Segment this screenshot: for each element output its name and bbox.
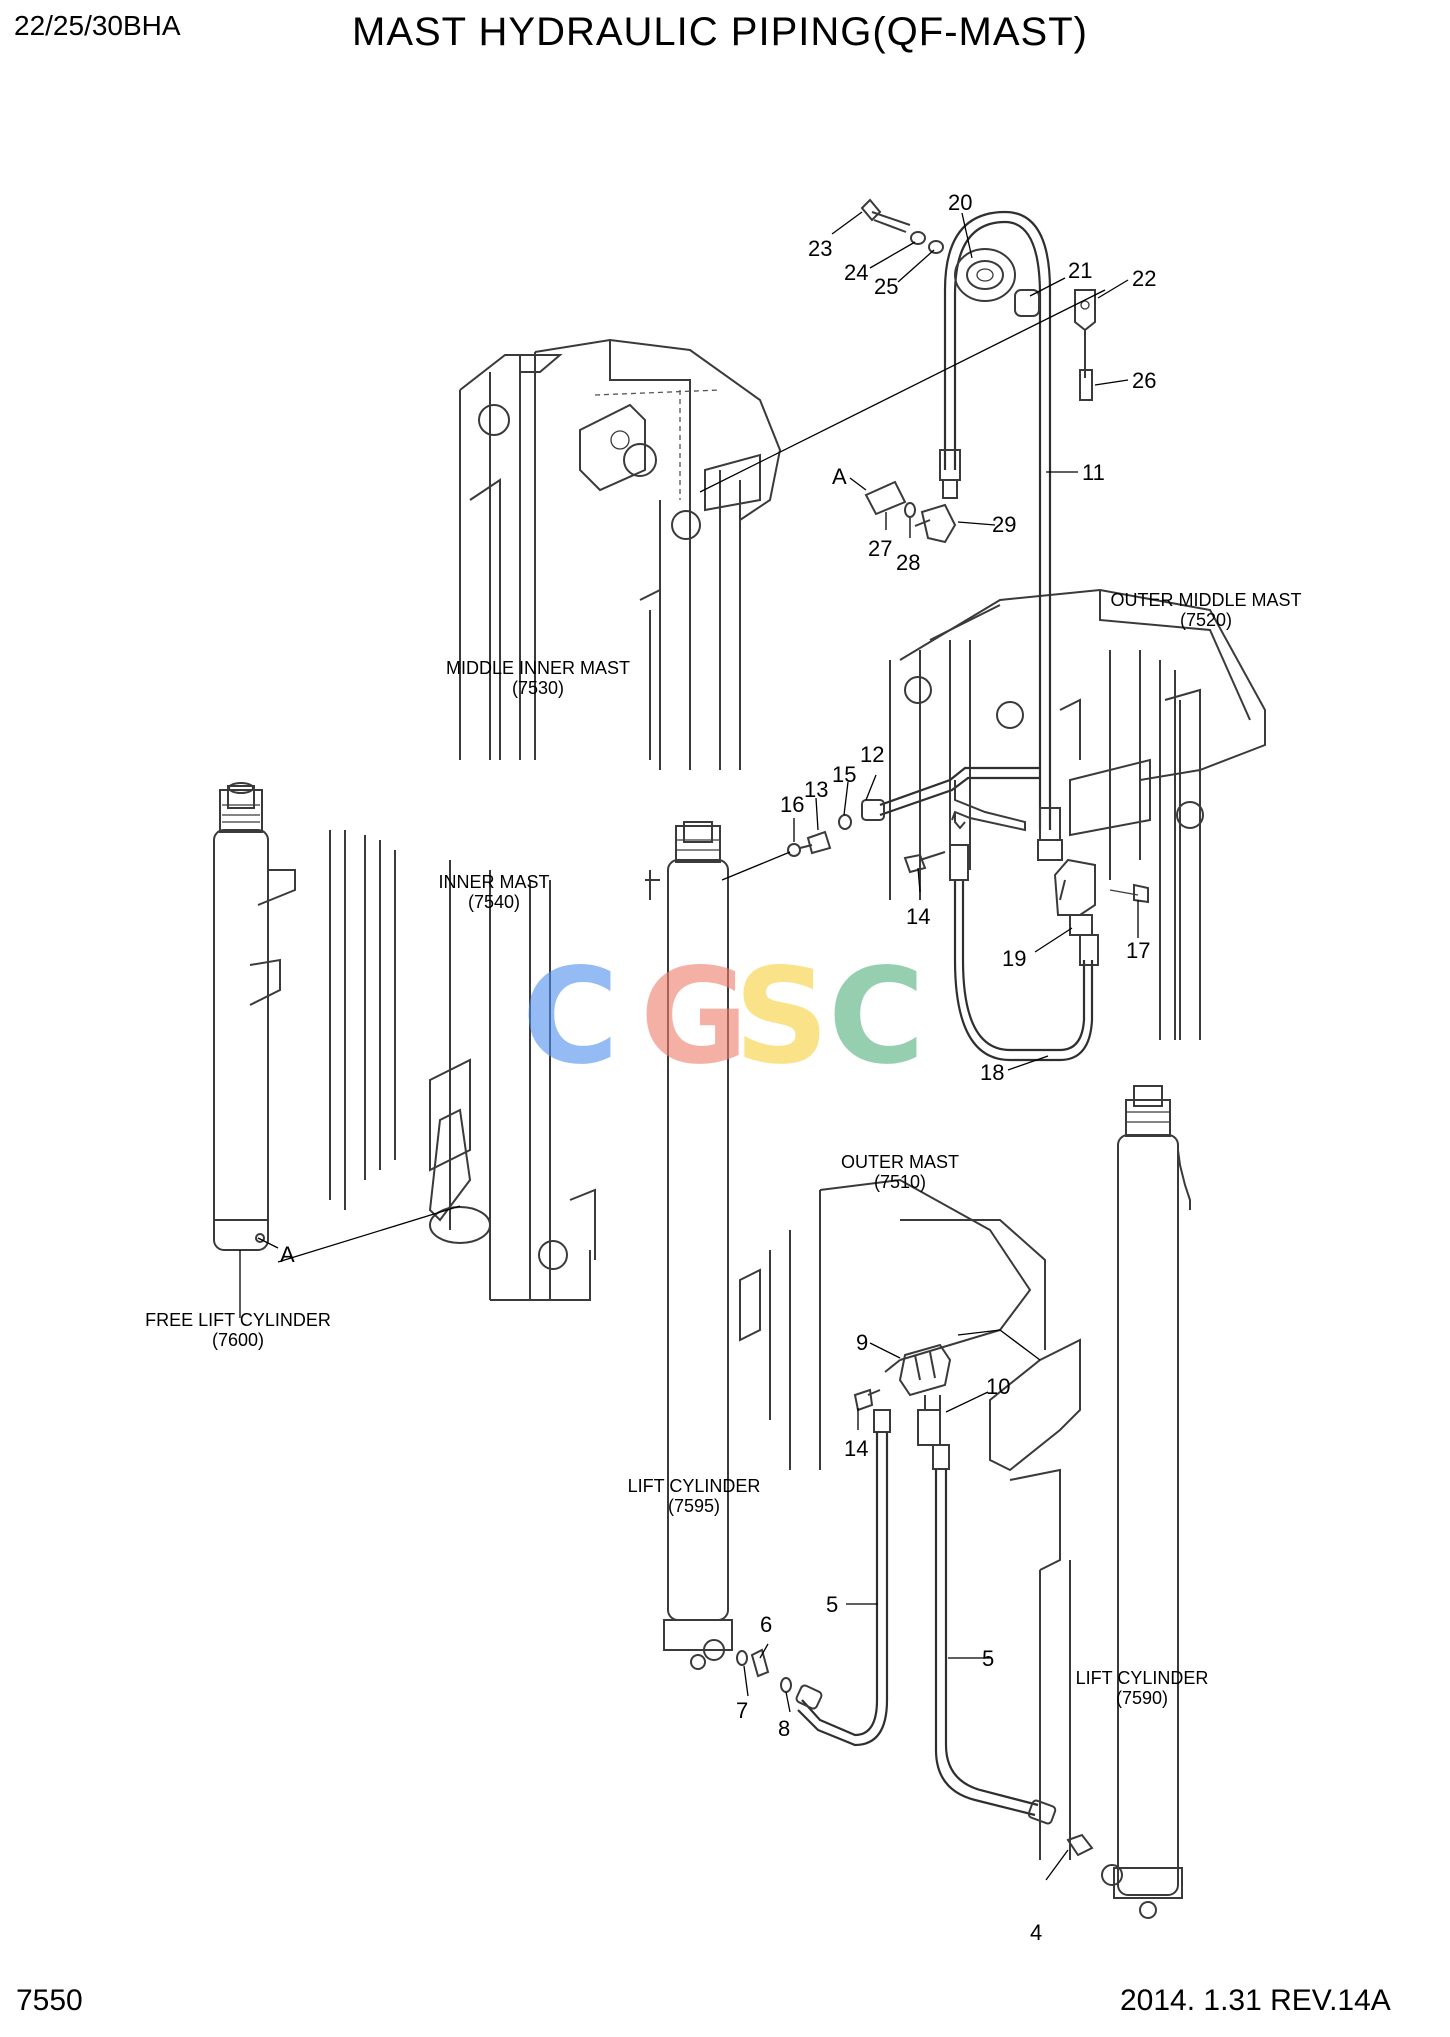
callout-13: 13 <box>804 777 828 802</box>
callout-4: 4 <box>1030 1920 1042 1945</box>
watermark-letter-2: G <box>640 940 748 1094</box>
free-lift-cylinder-drawing <box>213 782 296 1251</box>
callout-6: 6 <box>760 1612 772 1637</box>
label-lift-cylinder-7595: LIFT CYLINDER <box>628 1476 761 1496</box>
callout-14a: 14 <box>906 904 930 929</box>
label-lift-cylinder-7590: LIFT CYLINDER <box>1076 1668 1209 1688</box>
callout-10: 10 <box>986 1374 1010 1399</box>
callout-5b: 5 <box>982 1646 994 1671</box>
watermark-letter-4: C <box>828 940 925 1094</box>
valve-9-and-hoses-5 <box>736 1343 1094 1857</box>
callout-23: 23 <box>808 236 832 261</box>
callout-7: 7 <box>736 1698 748 1723</box>
callout-9: 9 <box>856 1330 868 1355</box>
callout-22: 22 <box>1132 266 1156 291</box>
callout-25: 25 <box>874 274 898 299</box>
callout-17: 17 <box>1126 938 1150 963</box>
code-inner-mast: (7540) <box>468 892 520 912</box>
callout-5a: 5 <box>826 1592 838 1617</box>
callout-26: 26 <box>1132 368 1156 393</box>
callout-20: 20 <box>948 190 972 215</box>
pipe-12-and-hose-18 <box>861 766 1149 1062</box>
lift-cylinder-7595-drawing <box>645 821 733 1670</box>
middle-inner-mast-drawing <box>459 338 782 770</box>
callout-15: 15 <box>832 762 856 787</box>
callout-11: 11 <box>1082 460 1105 485</box>
label-free-lift-cylinder: FREE LIFT CYLINDER <box>145 1310 331 1330</box>
callout-19: 19 <box>1002 946 1026 971</box>
watermark-letter-3: S <box>734 940 829 1094</box>
revision-date: 2014. 1.31 REV.14A <box>1120 1984 1391 2017</box>
callout-18: 18 <box>980 1060 1004 1085</box>
label-outer-mast: OUTER MAST <box>841 1152 959 1172</box>
callout-12: 12 <box>860 742 884 767</box>
watermark: C G S C <box>522 940 925 1094</box>
label-inner-mast: INNER MAST <box>438 872 549 892</box>
outer-mast-drawing <box>739 1178 1081 1860</box>
callout-16: 16 <box>780 792 804 817</box>
callout-27: 27 <box>868 536 892 561</box>
callout-numbers: 4 5 5 6 7 8 9 10 11 12 13 14 14 15 16 17… <box>280 190 1156 1945</box>
assembly-labels: MIDDLE INNER MAST (7530) OUTER MIDDLE MA… <box>145 590 1301 1708</box>
code-outer-middle-mast: (7520) <box>1180 610 1232 630</box>
leader-lines <box>239 211 1139 1881</box>
outer-middle-mast-drawing <box>889 588 1266 1040</box>
label-middle-inner-mast: MIDDLE INNER MAST <box>446 658 630 678</box>
code-lift-cylinder-7595: (7595) <box>668 1496 720 1516</box>
code-middle-inner-mast: (7530) <box>512 678 564 698</box>
label-outer-middle-mast: OUTER MIDDLE MAST <box>1110 590 1301 610</box>
page-number: 7550 <box>16 1984 83 2017</box>
code-free-lift-cylinder: (7600) <box>212 1330 264 1350</box>
model-number: 22/25/30BHA <box>14 10 181 41</box>
callout-8: 8 <box>778 1716 790 1741</box>
page-title: MAST HYDRAULIC PIPING(QF-MAST) <box>352 10 1088 54</box>
reference-a-bottom: A <box>280 1242 295 1267</box>
code-lift-cylinder-7590: (7590) <box>1116 1688 1168 1708</box>
watermark-letter-1: C <box>522 940 619 1094</box>
callout-21: 21 <box>1068 258 1092 283</box>
fastener-parts-top <box>860 198 957 544</box>
fittings-13-15-16 <box>787 814 852 857</box>
callout-29: 29 <box>992 512 1016 537</box>
callout-28: 28 <box>896 550 920 575</box>
inner-mast-drawing <box>329 830 596 1301</box>
code-outer-mast: (7510) <box>874 1172 926 1192</box>
hose-11-and-sheave-20 <box>939 210 1096 861</box>
callout-24: 24 <box>844 260 868 285</box>
callout-14b: 14 <box>844 1436 868 1461</box>
lift-cylinder-7590-drawing <box>1101 1085 1191 1919</box>
reference-a-top: A <box>832 464 847 489</box>
